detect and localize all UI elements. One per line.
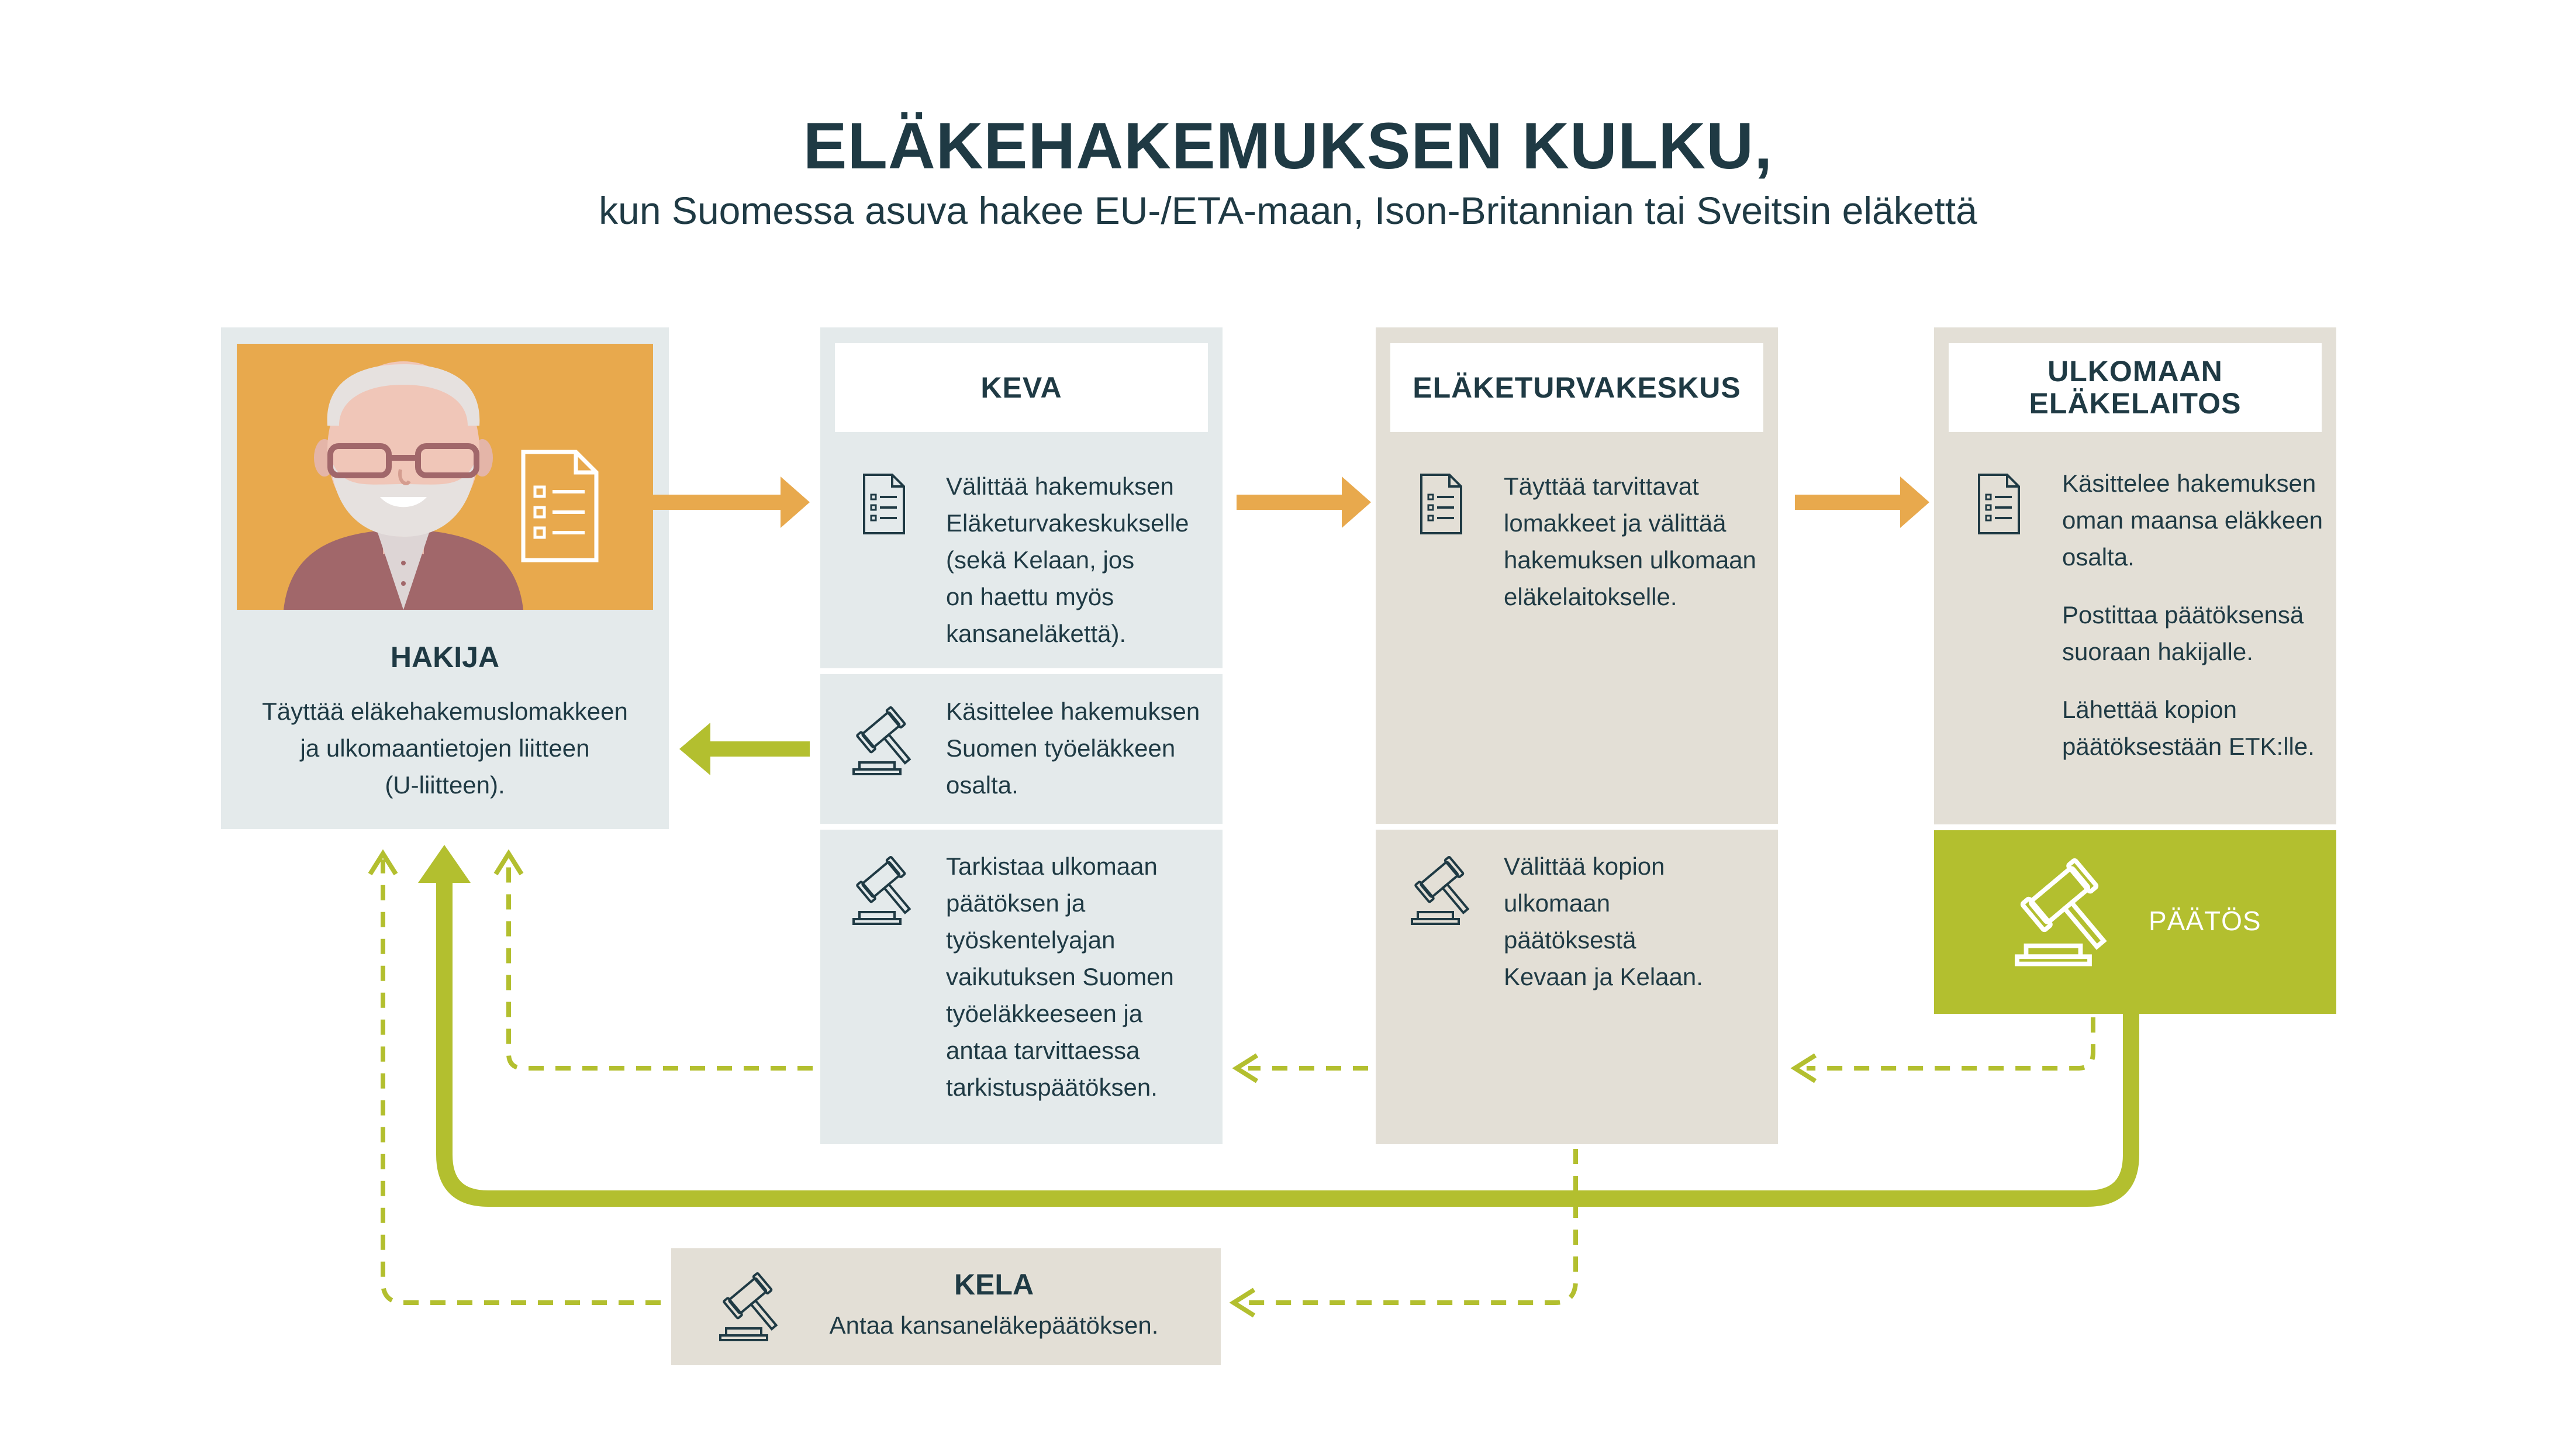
hakija-illustration: [237, 344, 653, 610]
page-subtitle: kun Suomessa asuva hakee EU-/ETA-maan, I…: [599, 189, 1977, 232]
kela-heading: KELA: [954, 1268, 1034, 1301]
etk-heading: ELÄKETURVAKESKUS: [1390, 343, 1763, 432]
keva-step2-text: Käsittelee hakemuksen Suomen työeläkkeen…: [946, 698, 1200, 799]
keva-step3-text: Tarkistaa ulkomaan päätöksen ja työskent…: [946, 852, 1174, 1101]
ulkomaan-text: Käsittelee hakemuksen oman maansa eläkke…: [2062, 469, 2323, 760]
kela-text: Antaa kansaneläkepäätöksen.: [829, 1311, 1159, 1339]
gavel-icon: [2017, 860, 2126, 966]
dashed-keva-to-hakija: [506, 859, 813, 1071]
arrow-keva-to-hakija: [679, 723, 810, 775]
dashed-etk-to-kela: [1245, 1149, 1578, 1305]
etk-step2-text: Välittää kopion ulkomaan päätöksestä Kev…: [1504, 852, 1703, 990]
document-icon: [1420, 474, 1462, 534]
arrow-etk-to-ulkomaan: [1795, 477, 1929, 528]
arrow-keva-to-etk: [1237, 477, 1371, 528]
etk-step1-text: Täyttää tarvittavat lomakkeet ja välittä…: [1504, 472, 1756, 610]
gavel-icon: [1411, 855, 1484, 927]
document-icon: [521, 450, 599, 562]
arrow-decision-to-hakija-head: [418, 845, 471, 883]
arrow-decision-to-hakija: [436, 877, 2139, 1207]
document-icon: [1978, 474, 2020, 534]
page-title: ELÄKEHAKEMUKSEN KULKU,: [803, 109, 1773, 182]
dashed-kela-to-hakija: [381, 859, 661, 1305]
keva-divider-1: [820, 668, 1223, 674]
decision-box: [1934, 830, 2336, 1014]
arrow-hakija-to-keva: [652, 477, 810, 528]
dashed-decision-to-etk: [1807, 1017, 2095, 1071]
document-icon: [863, 474, 905, 534]
gavel-icon: [852, 855, 926, 927]
gavel-icon: [852, 706, 926, 777]
hakija-heading: HAKIJA: [390, 641, 500, 674]
keva-divider-2: [820, 824, 1223, 830]
ulkomaan-heading: ULKOMAAN ELÄKELAITOS: [1949, 343, 2322, 432]
keva-heading: KEVA: [835, 343, 1208, 432]
gavel-icon: [719, 1272, 792, 1343]
etk-divider: [1376, 824, 1778, 830]
hakija-text: Täyttää eläkehakemuslomakkeen ja ulkomaa…: [262, 698, 628, 799]
person-icon: [284, 361, 523, 610]
decision-label: PÄÄTÖS: [2149, 906, 2261, 936]
etk-box: [1376, 327, 1778, 1144]
kela-box: [671, 1248, 1221, 1365]
keva-step1-text: Välittää hakemuksen Eläketurvakeskuksell…: [946, 472, 1189, 647]
